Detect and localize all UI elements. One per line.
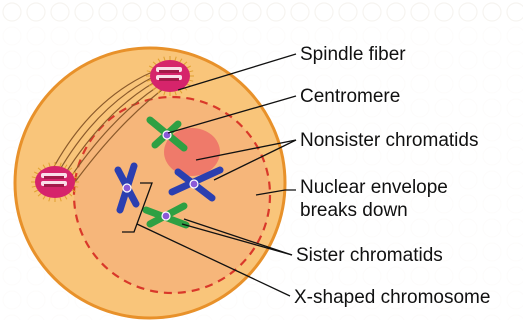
centromere-icon <box>123 184 131 192</box>
centromere-icon <box>162 212 170 220</box>
centrosome-icon <box>31 162 79 202</box>
label-sister-chromatids: Sister chromatids <box>296 245 443 266</box>
label-centromere: Centromere <box>300 86 400 107</box>
label-nuclear-envelope: Nuclear envelope <box>300 177 448 198</box>
label-breaks-down: breaks down <box>300 200 408 221</box>
label-nonsister-chromatids: Nonsister chromatids <box>300 130 478 151</box>
centromere-icon <box>190 180 198 188</box>
label-x-shaped-chromosome: X-shaped chromosome <box>294 287 490 308</box>
centrosome-icon <box>146 56 194 96</box>
label-spindle-fiber: Spindle fiber <box>300 44 406 65</box>
